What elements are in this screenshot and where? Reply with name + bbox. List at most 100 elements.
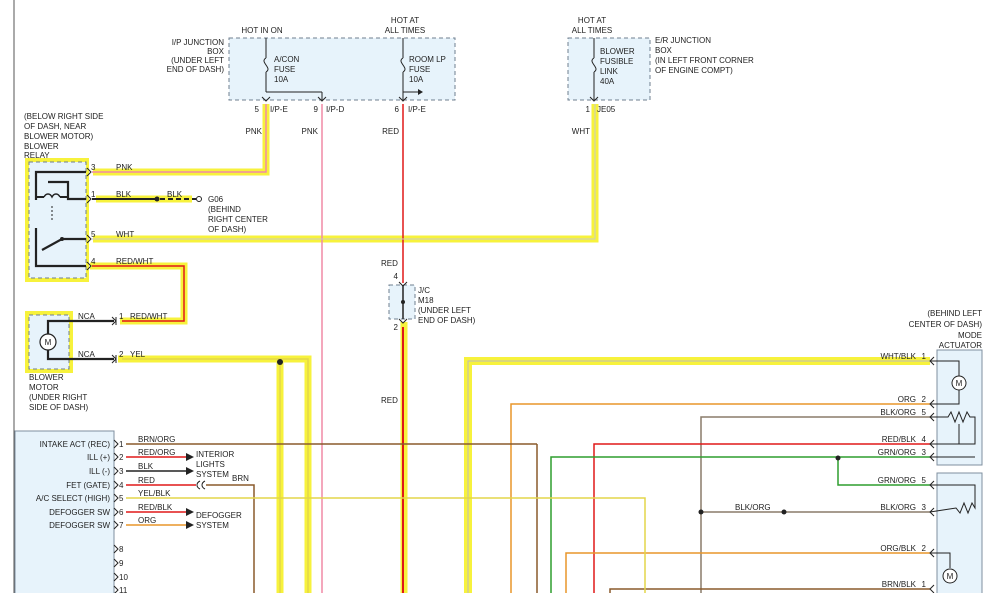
cu-row-label: ILL (+) [87, 453, 110, 462]
circuit-highlights [25, 104, 930, 593]
cu-row-num: 4 [119, 481, 124, 490]
er-junction-outline [567, 37, 651, 101]
splice-dot [698, 509, 704, 515]
arrow-icon [186, 521, 194, 529]
cu-row-num: 11 [119, 586, 128, 593]
motor-title-2: MOTOR [29, 383, 59, 392]
er-link-2: FUSIBLE [600, 57, 633, 66]
cu-row-num: 3 [119, 467, 124, 476]
relay-pin3-wire: PNK [116, 163, 133, 172]
splice-wire-label: BLK/ORG [735, 503, 771, 512]
ground-label-4: OF DASH) [208, 225, 247, 234]
connector-chevron [113, 544, 119, 554]
cu-row-num: 10 [119, 573, 128, 582]
relay-pin1-num: 1 [91, 190, 96, 199]
connector-chevron [113, 452, 119, 462]
mode-pin-num: 3 [922, 448, 927, 457]
connector-chevron [113, 466, 119, 476]
arrow-icon [186, 508, 194, 516]
second-pin-wire: BRN/BLK [882, 580, 917, 589]
arrow-icon [186, 453, 194, 461]
ground-label-3: RIGHT CENTER [208, 215, 268, 224]
mode-pin-wire: ORG [898, 395, 916, 404]
roomlp-fuse-rating: 10A [409, 75, 424, 84]
wire-grnorg-2 [837, 457, 930, 486]
er-title-4: OF ENGINE COMPT) [655, 66, 733, 75]
second-pin-wire: ORG/BLK [880, 544, 916, 553]
motor-title-3: (UNDER RIGHT [29, 393, 87, 402]
cu-row-wire: ORG [138, 516, 156, 525]
ip-hot-at-label-2: ALL TIMES [385, 26, 425, 35]
connector-chevron [929, 439, 935, 449]
mode-title-1: (BEHIND LEFT [927, 309, 982, 318]
connector-chevron [113, 480, 119, 490]
cu-row-label: DEFOGGER SW [49, 521, 110, 530]
cu-row-wire: BLK [138, 462, 154, 471]
ip-pin6-wire: RED [382, 127, 399, 136]
relay-ground-wire: BLK [167, 190, 183, 199]
mode-pin-num: 5 [922, 408, 927, 417]
cu-row-num: 7 [119, 521, 124, 530]
ip-pin9-num: 9 [314, 105, 319, 114]
acon-fuse-icon [263, 57, 269, 73]
blower-relay: (BELOW RIGHT SIDE OF DASH, NEAR BLOWER M… [24, 112, 268, 279]
cu-row-wire: BRN/ORG [138, 435, 175, 444]
cu-row-wire: RED [138, 476, 155, 485]
mode-pin-wire: RED/BLK [882, 435, 917, 444]
er-link-1: BLOWER [600, 47, 635, 56]
cu-row-wire: RED/BLK [138, 503, 173, 512]
mode-pot-icon [930, 410, 976, 445]
connector-chevron [113, 507, 119, 517]
relay-title-5: RELAY [24, 151, 50, 160]
relay-title-1: (BELOW RIGHT SIDE [24, 112, 103, 121]
mode-title-4: ACTUATOR [939, 341, 982, 350]
ip-pin9-wire: PNK [302, 127, 319, 136]
splice-dot [781, 509, 787, 515]
mode-title-3: MODE [958, 331, 982, 340]
jc-label-4: END OF DASH) [418, 316, 476, 325]
connector-chevron [113, 585, 119, 593]
er-title-1: E/R JUNCTION [655, 36, 711, 45]
connector-chevron [929, 356, 935, 366]
second-pot-icon [929, 484, 976, 515]
relay-pin5-num: 5 [91, 230, 96, 239]
connector-chevron [113, 493, 119, 503]
er-hot-at-label-1: HOT AT [578, 16, 606, 25]
connector-chevron [929, 399, 935, 409]
wire-brnblk [609, 588, 930, 593]
mode-pin-wire: BLK/ORG [880, 408, 916, 417]
relay-title-2: OF DASH, NEAR [24, 122, 86, 131]
cu-row-num: 2 [119, 453, 124, 462]
relay-pin4-wire: RED/WHT [116, 257, 153, 266]
jc-pin-bottom: 2 [394, 323, 399, 332]
er-link-3: LINK [600, 67, 618, 76]
splice-dot [277, 359, 283, 365]
cu-row-label: ILL (-) [89, 467, 110, 476]
ground-label-1: G06 [208, 195, 224, 204]
motor-pin1-nca: NCA [78, 312, 96, 321]
mode-pin-num: 2 [922, 395, 927, 404]
ip-pin6-num: 6 [395, 105, 400, 114]
motor-pin2-wire: YEL [130, 350, 146, 359]
relay-coil-icon [43, 193, 61, 199]
cu-row-num: 5 [119, 494, 124, 503]
er-pin-num: 1 [586, 105, 591, 114]
interior-lights-2: LIGHTS [196, 460, 225, 469]
cu-row-label: INTAKE ACT (REC) [40, 440, 111, 449]
ip-junction-box: HOT IN ON HOT AT ALL TIMES I/P JUNCTION … [167, 16, 456, 136]
ip-pin5-conn: I/P-E [270, 105, 288, 114]
wires [92, 104, 930, 593]
cu-row-wire: YEL/BLK [138, 489, 171, 498]
relay-pin4-num: 4 [91, 257, 96, 266]
motor-pin2-nca: NCA [78, 350, 96, 359]
mode-motor-symbol: M [956, 379, 963, 388]
defogger-2: SYSTEM [196, 521, 229, 530]
mode-pin-num: 1 [922, 352, 927, 361]
er-pin-wire: WHT [572, 127, 590, 136]
splice-dot [154, 196, 160, 202]
connector-chevron [113, 558, 119, 568]
